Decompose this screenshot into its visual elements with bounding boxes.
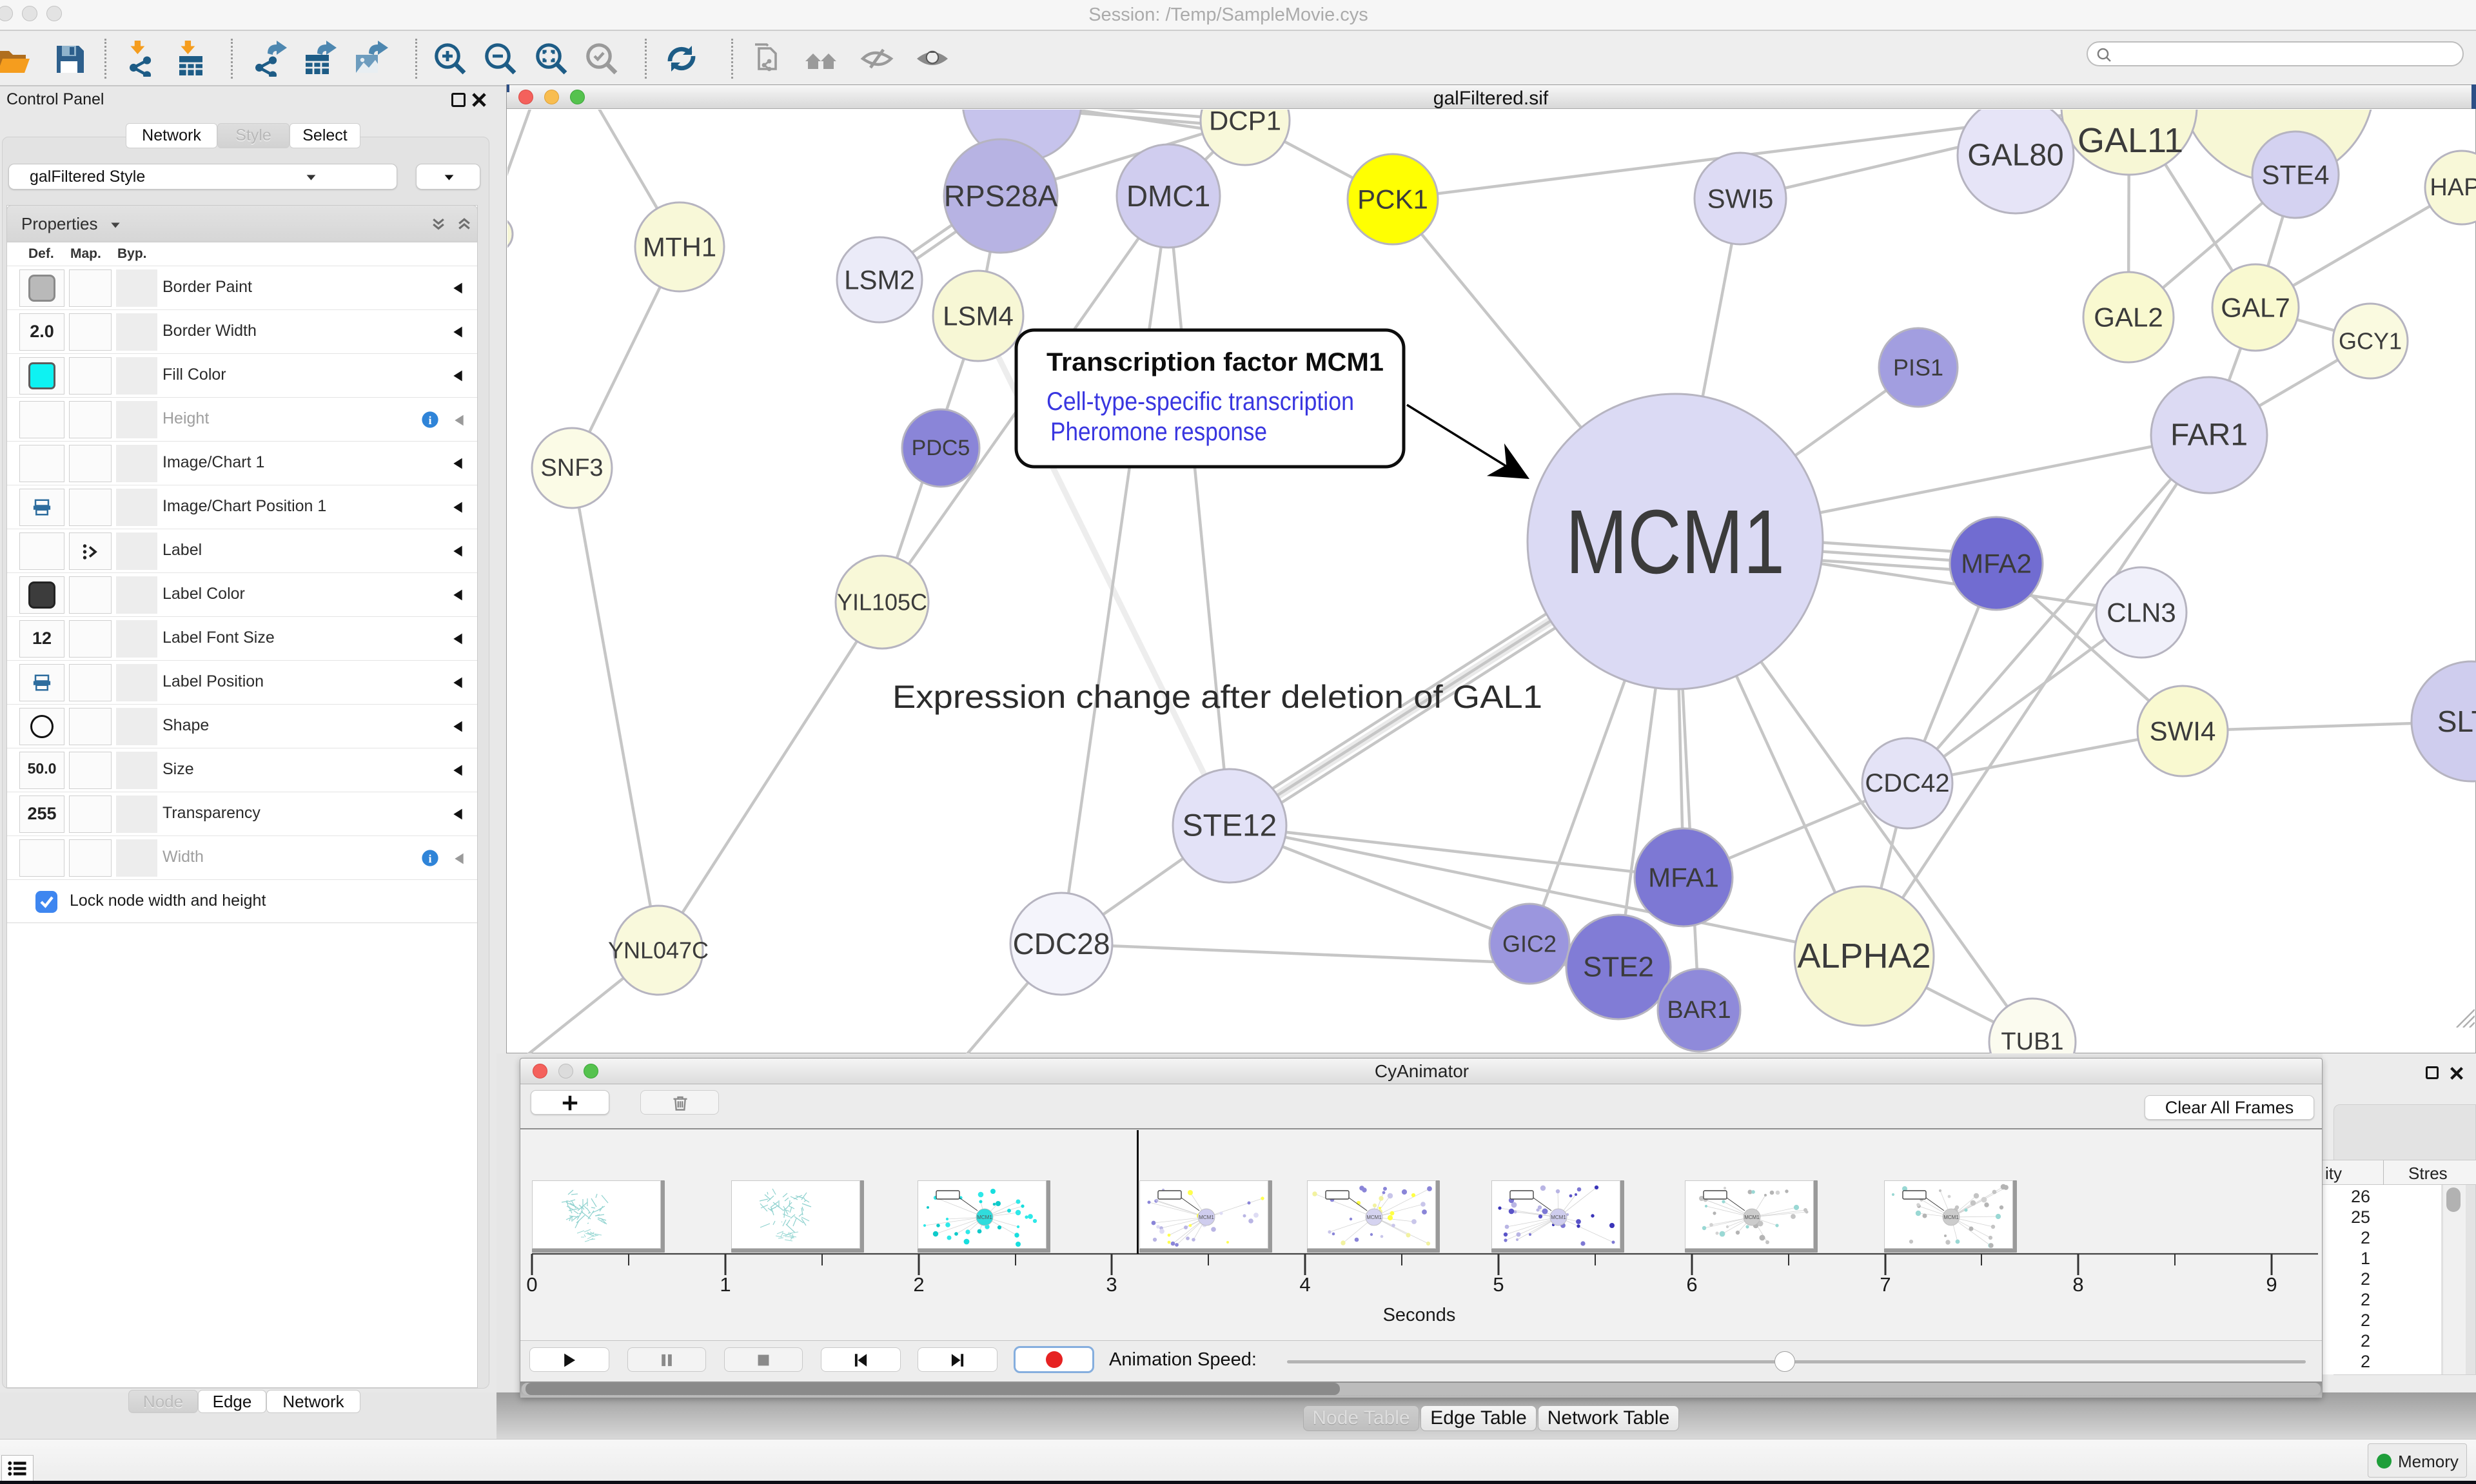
svg-text:STE12: STE12 (1183, 809, 1277, 843)
svg-text:MCM1: MCM1 (1366, 1215, 1382, 1220)
svg-text:YNL047C: YNL047C (608, 937, 709, 964)
svg-text:STE2: STE2 (1583, 952, 1654, 983)
svg-text:GIC2: GIC2 (1502, 931, 1557, 957)
svg-text:CDC42: CDC42 (1865, 769, 1949, 797)
svg-text:LSM2: LSM2 (844, 265, 915, 295)
svg-text:GAL7: GAL7 (2221, 293, 2290, 323)
svg-text:CLN3: CLN3 (2107, 598, 2176, 628)
svg-text:FAR1: FAR1 (2170, 418, 2248, 453)
svg-text:STE4: STE4 (2261, 160, 2329, 190)
svg-text:GCY1: GCY1 (2339, 328, 2402, 355)
svg-text:MFA1: MFA1 (1648, 863, 1719, 893)
svg-text:ALPHA2: ALPHA2 (1797, 937, 1931, 975)
svg-text:PDC5: PDC5 (912, 436, 970, 460)
svg-text:GAL11: GAL11 (2078, 121, 2183, 160)
svg-text:MCM1: MCM1 (1744, 1215, 1760, 1220)
svg-text:PIS1: PIS1 (1893, 355, 1943, 381)
svg-text:MCM1: MCM1 (1943, 1215, 1959, 1220)
svg-text:SLT2: SLT2 (2437, 705, 2476, 738)
svg-text:YIL105C: YIL105C (837, 589, 927, 616)
svg-text:Cell-type-specific transcripti: Cell-type-specific transcription (1046, 387, 1354, 416)
svg-text:SNF3: SNF3 (540, 454, 603, 482)
svg-text:MCM1: MCM1 (1199, 1215, 1214, 1220)
svg-text:MCM1: MCM1 (1566, 491, 1785, 592)
svg-text:HAP2: HAP2 (2430, 174, 2476, 201)
svg-text:MFA2: MFA2 (1961, 549, 2032, 579)
svg-text:SWI4: SWI4 (2150, 716, 2216, 747)
svg-text:BAR1: BAR1 (1667, 997, 1731, 1024)
svg-text:MCM1: MCM1 (1551, 1215, 1566, 1220)
svg-text:CDC28: CDC28 (1013, 927, 1110, 961)
svg-text:Pheromone response: Pheromone response (1050, 418, 1267, 446)
svg-text:GAL2: GAL2 (2094, 302, 2163, 333)
svg-text:SWI5: SWI5 (1707, 184, 1774, 214)
svg-text:PCK1: PCK1 (1357, 184, 1428, 215)
svg-text:DMC1: DMC1 (1126, 179, 1210, 213)
svg-text:Transcription factor MCM1: Transcription factor MCM1 (1046, 348, 1384, 376)
svg-text:MTH1: MTH1 (643, 232, 716, 262)
svg-text:GAL80: GAL80 (1967, 139, 2063, 173)
svg-text:DCP1: DCP1 (1209, 110, 1281, 136)
svg-text:MCM1: MCM1 (977, 1215, 992, 1220)
svg-text:TUB1: TUB1 (2001, 1028, 2063, 1053)
svg-text:LSM4: LSM4 (943, 301, 1014, 331)
svg-text:i: i (428, 852, 431, 865)
svg-text:RPS28A: RPS28A (944, 179, 1058, 213)
svg-text:i: i (428, 414, 431, 427)
svg-text:Expression change after deleti: Expression change after deletion of GAL1 (892, 679, 1542, 715)
